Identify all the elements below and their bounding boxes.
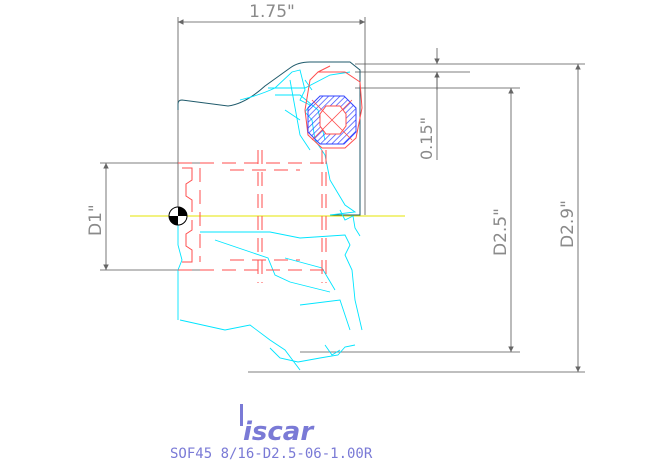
- part-code: SOF45 8/16-D2.5-06-1.00R: [170, 446, 373, 460]
- svg-text:iscar: iscar: [243, 417, 315, 447]
- insert-pocket: [304, 65, 363, 149]
- dimension-offset: [355, 48, 585, 160]
- hidden-lines: [178, 150, 330, 283]
- dimension-offset-label: 0.15": [417, 117, 436, 160]
- dimension-d25-label: D2.5": [491, 208, 511, 256]
- dimension-d29-label: D2.9": [558, 200, 578, 248]
- screw-icon: [307, 95, 357, 145]
- hub-bore: [182, 167, 193, 263]
- dimension-d1-label: D1": [86, 204, 106, 236]
- dimension-d29: [248, 63, 585, 373]
- dimension-width: [177, 17, 366, 215]
- center-mark-icon: [168, 206, 188, 226]
- cutter-body-outline: [177, 61, 361, 216]
- dimension-width-label: 1.75": [249, 2, 295, 22]
- brand-logo: iscar: [240, 404, 315, 447]
